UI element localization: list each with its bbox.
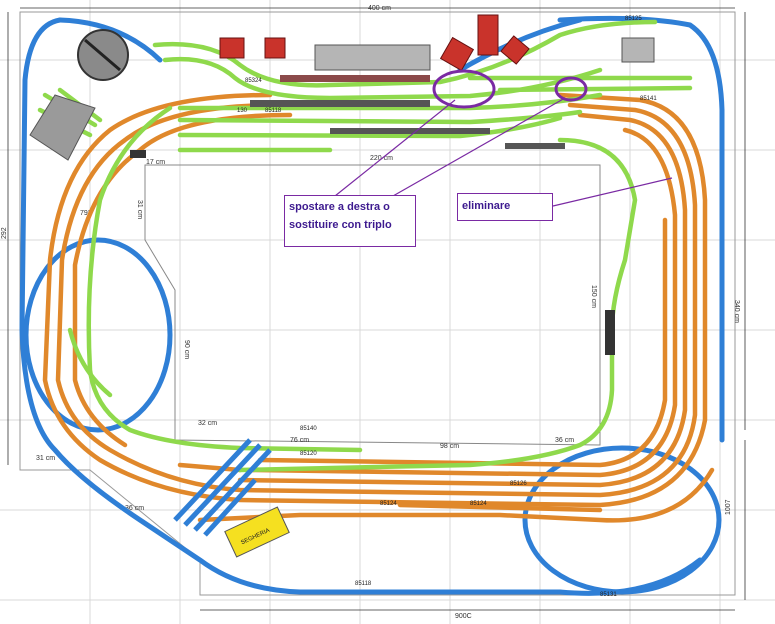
- track-label: 85118: [355, 581, 372, 587]
- station-area: [130, 44, 615, 355]
- callout-line-2: sostituire con triplo: [289, 219, 392, 231]
- highlight-ellipse-left: [432, 69, 496, 109]
- platform: [605, 310, 615, 355]
- dim-low-32: 32 cm: [198, 420, 217, 427]
- platform: [280, 75, 430, 82]
- dim-low-76: 76 cm: [290, 437, 309, 444]
- blue-siding-yard: [173, 438, 272, 537]
- track-label: 85324: [245, 78, 262, 84]
- turntable-area: [29, 29, 129, 161]
- house: [477, 14, 499, 56]
- track-label: 85126: [510, 481, 527, 487]
- dim-center-lower: 98 cm: [440, 443, 459, 450]
- sawmill-building: [224, 506, 290, 558]
- house: [439, 36, 475, 72]
- annotations: [334, 69, 673, 207]
- dim-right-inner: 150 cm: [590, 285, 597, 308]
- house: [219, 37, 245, 59]
- green-track-group: [37, 19, 693, 473]
- dimension-lines: [7, 7, 746, 611]
- buildings: SEGHERIA: [219, 14, 655, 558]
- orange-track-group: [42, 92, 715, 523]
- track-labels: 85118 85124 85126 85141 85140 85324 8513…: [237, 16, 657, 598]
- platform: [130, 150, 146, 158]
- highlight-ellipse-right: [554, 76, 588, 102]
- dim-left-90: 90 cm: [183, 340, 190, 359]
- engine-shed: [621, 37, 655, 63]
- dim-bottom-left: 31 cm: [36, 455, 55, 462]
- dim-top-width: 400 cm: [368, 5, 391, 12]
- platform: [250, 100, 430, 107]
- pointer-line: [334, 99, 456, 197]
- track-label: 85124: [470, 501, 487, 507]
- dim-inner-31: 31 cm: [136, 200, 143, 219]
- track-label: 85124: [380, 501, 397, 507]
- dim-low-36b: 36 cm: [125, 505, 144, 512]
- track-label: 85118: [265, 108, 282, 114]
- pointer-line: [392, 97, 566, 197]
- callout-line-1: spostare a destra o: [289, 201, 390, 213]
- platform: [505, 143, 565, 149]
- dim-left-inner: 792: [80, 210, 92, 217]
- dim-left-height: 292: [1, 227, 8, 239]
- roundhouse: [29, 94, 96, 161]
- track-label: 85125: [625, 16, 642, 22]
- callout-remove-text: eliminare: [462, 200, 511, 212]
- track-label: 85120: [300, 451, 317, 457]
- callout-remove: eliminare: [457, 193, 553, 221]
- house: [264, 37, 286, 59]
- dim-bottom-width: 900C: [455, 613, 472, 620]
- track-label: 85131: [600, 592, 617, 598]
- callout-move-or-replace: spostare a destra o sostituire con tripl…: [284, 195, 416, 247]
- station-building: [314, 44, 431, 71]
- dim-right-height: 340 cm: [733, 300, 740, 323]
- platform: [330, 128, 490, 134]
- track-label: 85141: [640, 96, 657, 102]
- baseboard-outline: [19, 11, 736, 596]
- dim-right-lower: 1007: [725, 499, 732, 515]
- house: [500, 35, 530, 65]
- blue-track-loop: [19, 15, 725, 596]
- track-label: 85140: [300, 426, 317, 432]
- dim-inner-17: 17 cm: [146, 159, 165, 166]
- pointer-line: [552, 177, 673, 207]
- track-label: 130: [237, 108, 248, 114]
- dim-low-36: 36 cm: [555, 437, 574, 444]
